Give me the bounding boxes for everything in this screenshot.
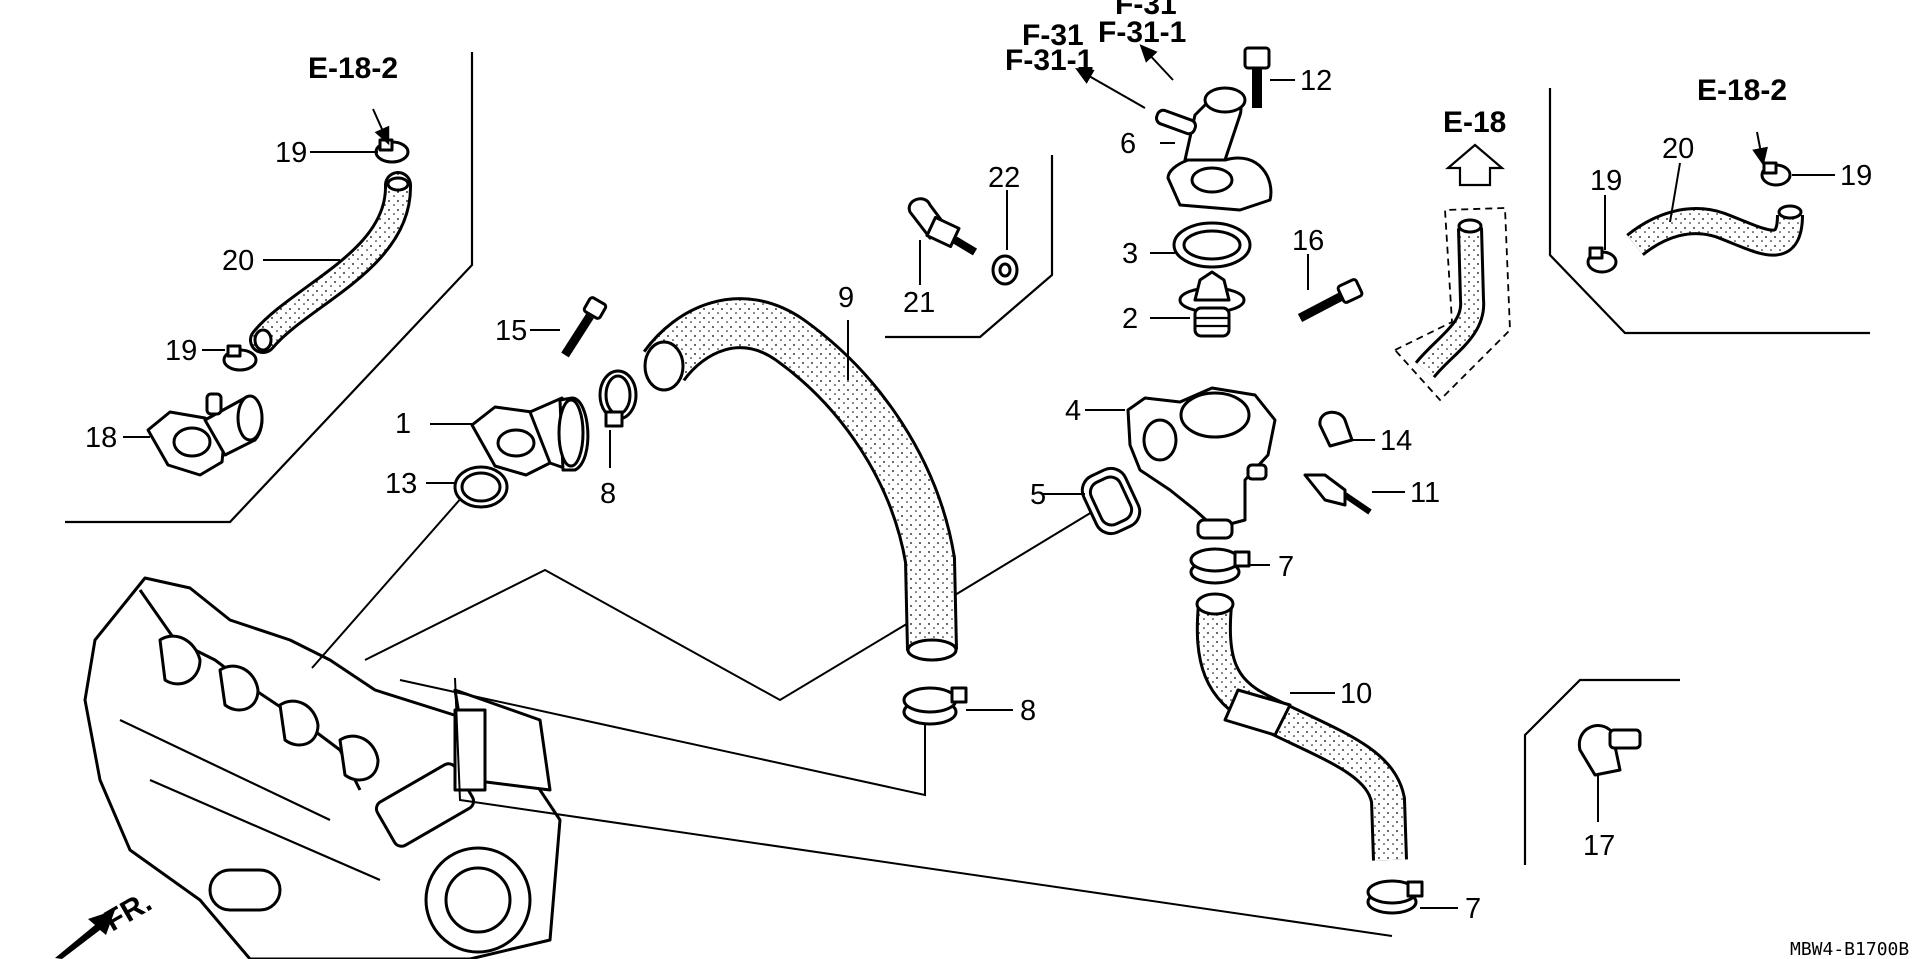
callout-21: 21	[903, 287, 935, 319]
part-16-bolt	[1297, 278, 1364, 322]
front-marker-text: FR.	[99, 885, 157, 938]
callout-18: 18	[85, 422, 117, 454]
part-7-clamp-upper	[1189, 547, 1251, 585]
callout-2: 2	[1122, 303, 1138, 335]
callout-17: 17	[1583, 830, 1615, 862]
front-direction-marker: FR.	[55, 885, 157, 959]
part-22-washer	[991, 254, 1019, 286]
assembly-lines	[311, 487, 1393, 937]
callout-15: 15	[495, 315, 527, 347]
clamp-19d	[1760, 161, 1792, 187]
part-1-water-pipe	[470, 396, 590, 477]
callout-6: 6	[1120, 128, 1136, 160]
part-2-thermostat	[1178, 270, 1246, 338]
part-9-radiator-hose	[642, 297, 958, 662]
part-12-bolt	[1243, 46, 1271, 108]
section-lines	[65, 52, 1870, 865]
callout-19b: 19	[165, 335, 197, 367]
part-17-clip	[1577, 724, 1642, 777]
ref-f31-1-left[interactable]: F-31-1	[1005, 44, 1093, 77]
part-15-bolt	[561, 296, 608, 358]
callout-1: 1	[395, 408, 411, 440]
ref-e18-2-left[interactable]: E-18-2	[308, 52, 398, 85]
part-18-water-outlet	[146, 392, 264, 477]
clamp-19b	[222, 344, 258, 372]
callout-7a: 7	[1278, 551, 1294, 583]
part-10-bypass-hose	[1195, 592, 1408, 861]
part-8-clamp-lower	[902, 686, 968, 726]
callout-10: 10	[1340, 678, 1372, 710]
ref-f31-1-top[interactable]: F-31-1	[1098, 16, 1186, 49]
engine-block	[83, 576, 562, 959]
callout-19a: 19	[275, 137, 307, 169]
ref-f31-left[interactable]: F-31	[1022, 19, 1084, 52]
callout-8b: 8	[1020, 695, 1036, 727]
callout-22: 22	[988, 162, 1020, 194]
ref-f31-top[interactable]: F-31	[1115, 0, 1177, 21]
ref-e18-2-right[interactable]: E-18-2	[1697, 74, 1787, 107]
callout-19c: 19	[1590, 165, 1622, 197]
callout-11: 11	[1410, 477, 1440, 509]
part-11-sensor	[1303, 473, 1372, 515]
callout-13: 13	[385, 468, 417, 500]
callout-20b: 20	[1662, 133, 1694, 165]
callout-8a: 8	[600, 478, 616, 510]
part-21-temp-sensor	[907, 197, 978, 256]
part-6-thermostat-cover	[1155, 86, 1273, 212]
callout-5: 5	[1030, 479, 1046, 511]
part-8-clamp-upper	[598, 369, 638, 428]
part-5-gasket	[1080, 466, 1142, 536]
callout-leaders	[123, 79, 1835, 909]
callout-19d: 19	[1840, 160, 1872, 192]
part-20-left-hose	[249, 171, 413, 354]
part-20-right-hose	[1626, 204, 1804, 257]
callout-7b: 7	[1465, 893, 1481, 925]
callout-9: 9	[838, 282, 854, 314]
callout-12: 12	[1300, 65, 1332, 97]
callout-4: 4	[1065, 395, 1081, 427]
part-13-o-ring	[453, 465, 509, 509]
clamp-19c	[1586, 246, 1618, 274]
part-3-seal-ring	[1172, 221, 1252, 269]
part-14-clip	[1318, 410, 1354, 448]
diagram-code: MBW4-B1700B	[1790, 939, 1909, 959]
part-7-clamp-lower	[1366, 879, 1424, 915]
callout-14: 14	[1380, 425, 1412, 457]
ref-e18[interactable]: E-18	[1443, 106, 1506, 139]
part-4-thermostat-housing	[1126, 386, 1277, 540]
callout-16: 16	[1292, 225, 1324, 257]
clamp-19a	[374, 138, 410, 164]
e18-hose-group	[1393, 143, 1511, 402]
callout-20a: 20	[222, 245, 254, 277]
callout-3: 3	[1122, 238, 1138, 270]
